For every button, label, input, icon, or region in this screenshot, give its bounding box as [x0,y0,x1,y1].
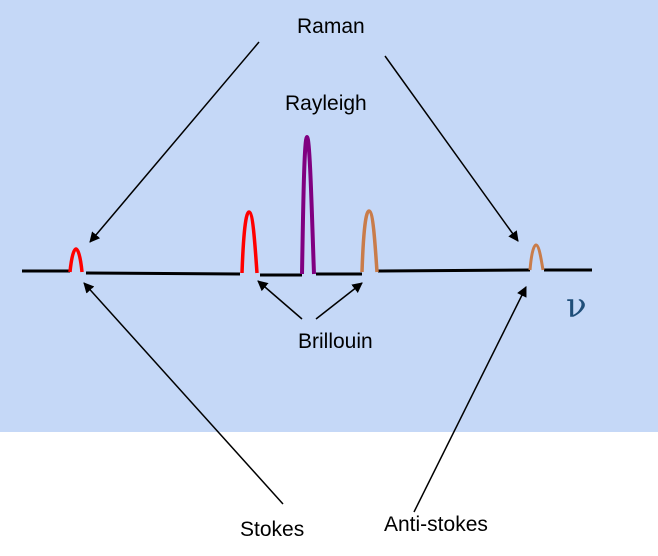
raman-stokes-peak [68,247,84,273]
brillouin-stokes-peak [240,210,259,274]
brillouin-arrow-left [257,280,303,320]
raman-arrow-left [89,41,260,243]
brillouin-anti-stokes-peak [360,209,379,273]
stokes-label: Stokes [240,518,304,541]
raman-label: Raman [297,15,365,38]
baseline [22,268,592,277]
background-panel [0,0,658,432]
stokes-arrow [83,282,284,505]
raman-anti-stokes-peak [528,243,545,271]
anti-stokes-arrow [413,286,527,513]
raman-arrow-right [384,55,519,242]
rayleigh-peak [300,134,316,275]
rayleigh-label: Rayleigh [285,92,367,115]
brillouin-label: Brillouin [298,330,373,353]
frequency-symbol: ν [566,286,587,326]
brillouin-arrow-right [315,282,363,320]
anti-stokes-label: Anti-stokes [384,513,488,536]
